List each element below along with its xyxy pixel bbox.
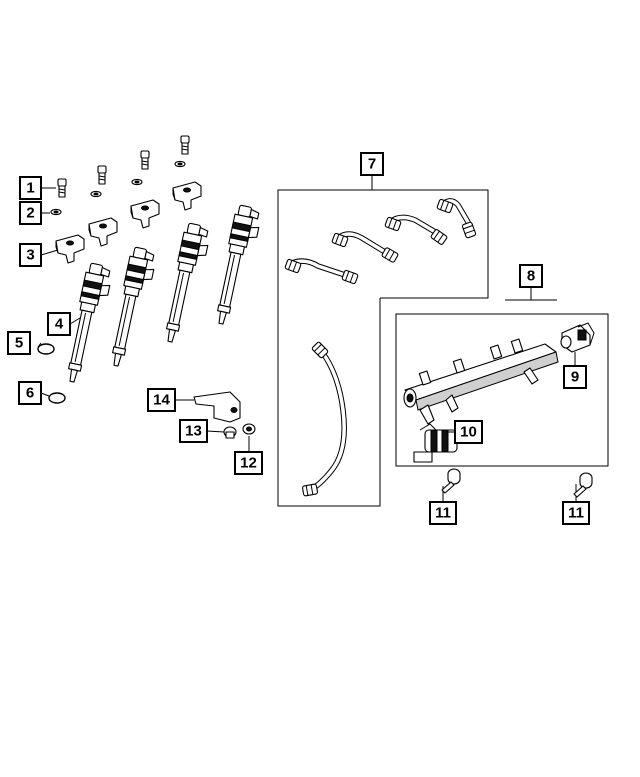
bracket-bolt	[223, 426, 237, 439]
washer-set	[50, 160, 186, 216]
callout-12: 12	[234, 451, 263, 475]
fuel-lines-frame	[277, 175, 489, 507]
svg-text:2: 2	[26, 205, 34, 222]
svg-text:12: 12	[240, 455, 257, 472]
svg-text:13: 13	[185, 423, 202, 440]
o-ring-lower	[48, 392, 66, 404]
callout-13: 13	[179, 419, 208, 443]
banjo-bolt-right	[573, 472, 593, 498]
pressure-sensor	[560, 322, 595, 353]
callout-2: 2	[19, 201, 42, 225]
o-ring-upper	[37, 343, 55, 355]
callout-3: 3	[19, 243, 42, 267]
svg-text:10: 10	[460, 424, 477, 441]
callout-11-left: 11	[429, 501, 457, 525]
callout-9: 9	[563, 365, 587, 389]
svg-text:4: 4	[55, 316, 64, 333]
svg-text:11: 11	[568, 505, 584, 522]
leader-lines-bracket	[175, 399, 250, 452]
svg-text:9: 9	[571, 369, 579, 386]
callout-5: 5	[7, 331, 31, 355]
svg-text:1: 1	[26, 180, 34, 197]
callout-14: 14	[147, 388, 176, 412]
bracket-nut	[242, 423, 256, 435]
callout-4: 4	[47, 312, 71, 336]
callout-11-right: 11	[562, 501, 590, 525]
banjo-bolt-left	[441, 468, 461, 494]
bolt-set	[57, 135, 190, 198]
callout-8: 8	[519, 264, 543, 288]
svg-text:3: 3	[26, 247, 34, 264]
svg-text:5: 5	[15, 335, 23, 352]
fuel-rail	[403, 338, 559, 425]
clamp-set	[55, 181, 202, 264]
fuel-line-set	[284, 198, 477, 497]
leader-lines-left	[37, 187, 81, 397]
mounting-bracket	[193, 391, 241, 423]
svg-text:7: 7	[368, 156, 376, 173]
svg-text:6: 6	[26, 385, 34, 402]
svg-text:11: 11	[435, 505, 451, 522]
svg-text:14: 14	[153, 392, 170, 409]
callout-6: 6	[18, 381, 42, 405]
fuel-rail-frame	[395, 287, 609, 467]
callout-7: 7	[360, 152, 384, 176]
pressure-regulator	[413, 423, 458, 463]
svg-text:8: 8	[527, 268, 535, 285]
callout-10: 10	[454, 420, 483, 444]
callout-1: 1	[19, 176, 42, 200]
